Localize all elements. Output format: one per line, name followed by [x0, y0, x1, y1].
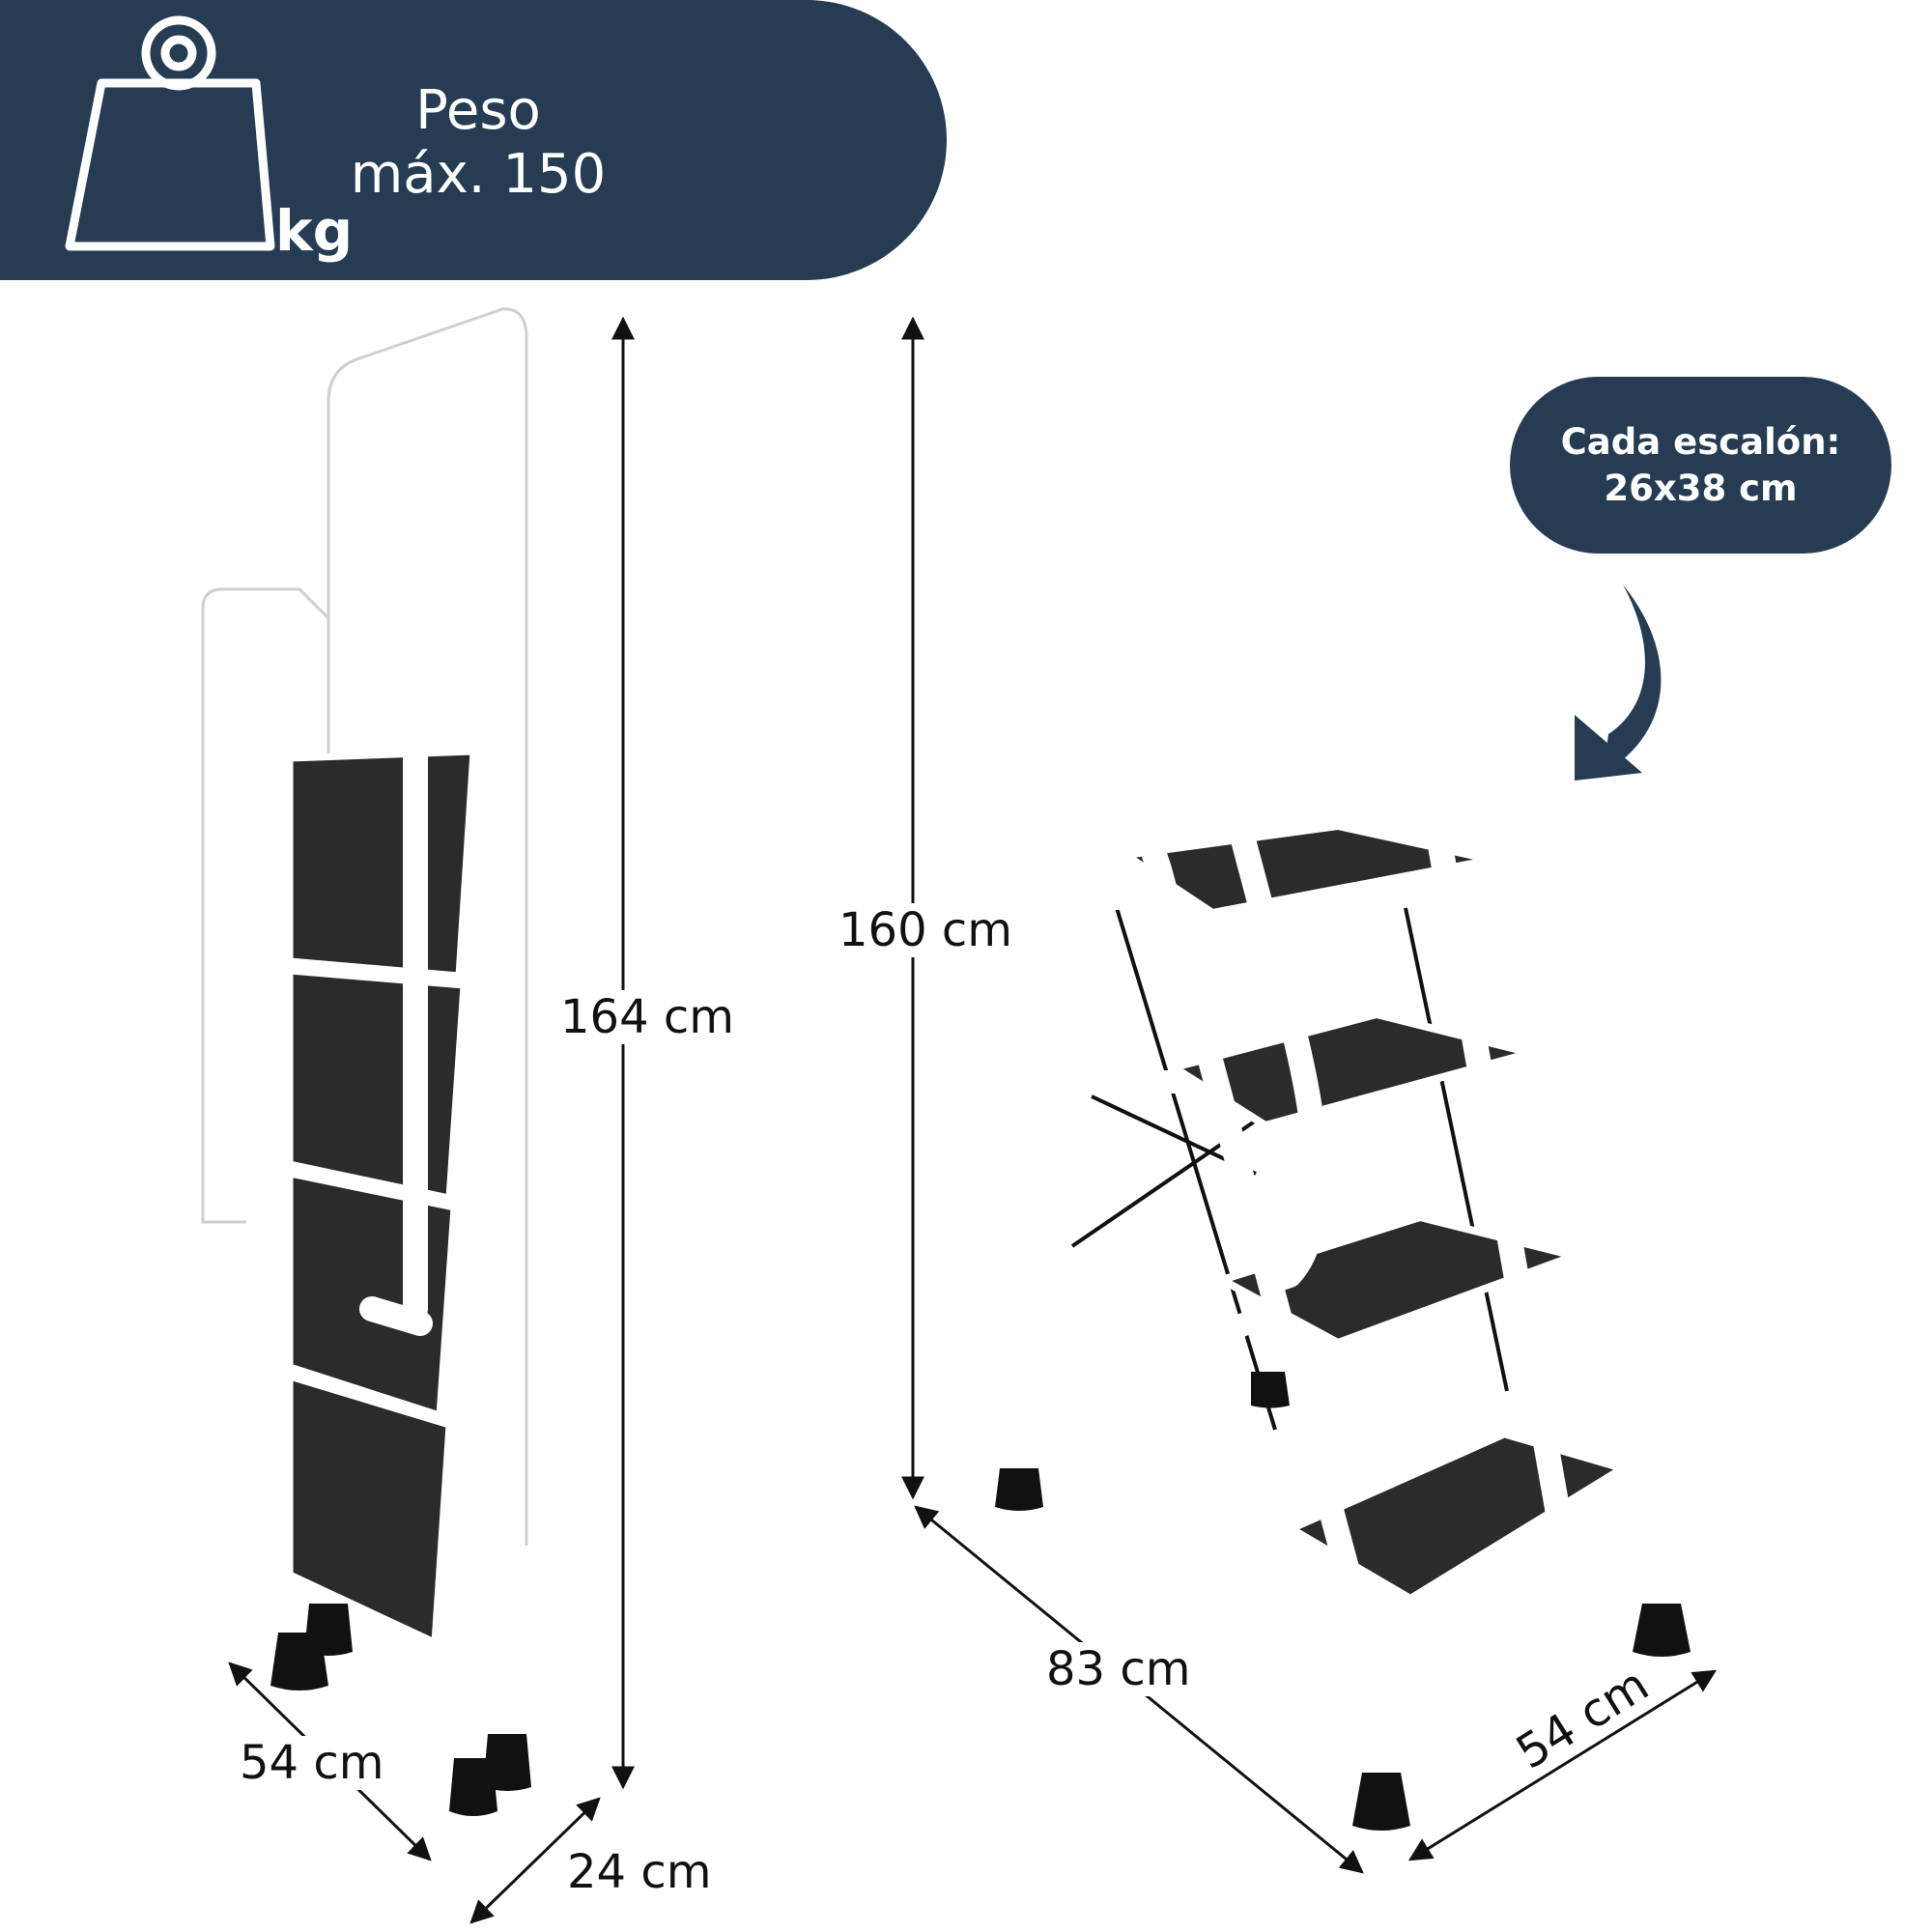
folded-height-label: 164 cm: [560, 990, 735, 1044]
step-line1: Cada escalón:: [1560, 420, 1841, 463]
weight-line1: Peso: [415, 79, 541, 142]
weight-label: Peso máx. 150: [348, 79, 609, 207]
folded-depth-label: 24 cm: [567, 1845, 712, 1899]
step-size-badge: Cada escalón: 26x38 cm: [1510, 377, 1891, 554]
open-depth-label: 83 cm: [1046, 1642, 1191, 1696]
weight-unit: kg: [275, 198, 354, 264]
open-ladder: [995, 316, 1690, 1831]
folded-ladder: [190, 296, 539, 1816]
weight-icon: [65, 15, 275, 251]
weight-line2: máx. 150: [350, 143, 607, 206]
folded-width-label: 54 cm: [240, 1736, 384, 1790]
step-line2: 26x38 cm: [1604, 467, 1798, 509]
open-height-label: 160 cm: [838, 903, 1013, 957]
curved-arrow-icon: [1575, 584, 1662, 781]
weight-banner: [0, 0, 947, 280]
